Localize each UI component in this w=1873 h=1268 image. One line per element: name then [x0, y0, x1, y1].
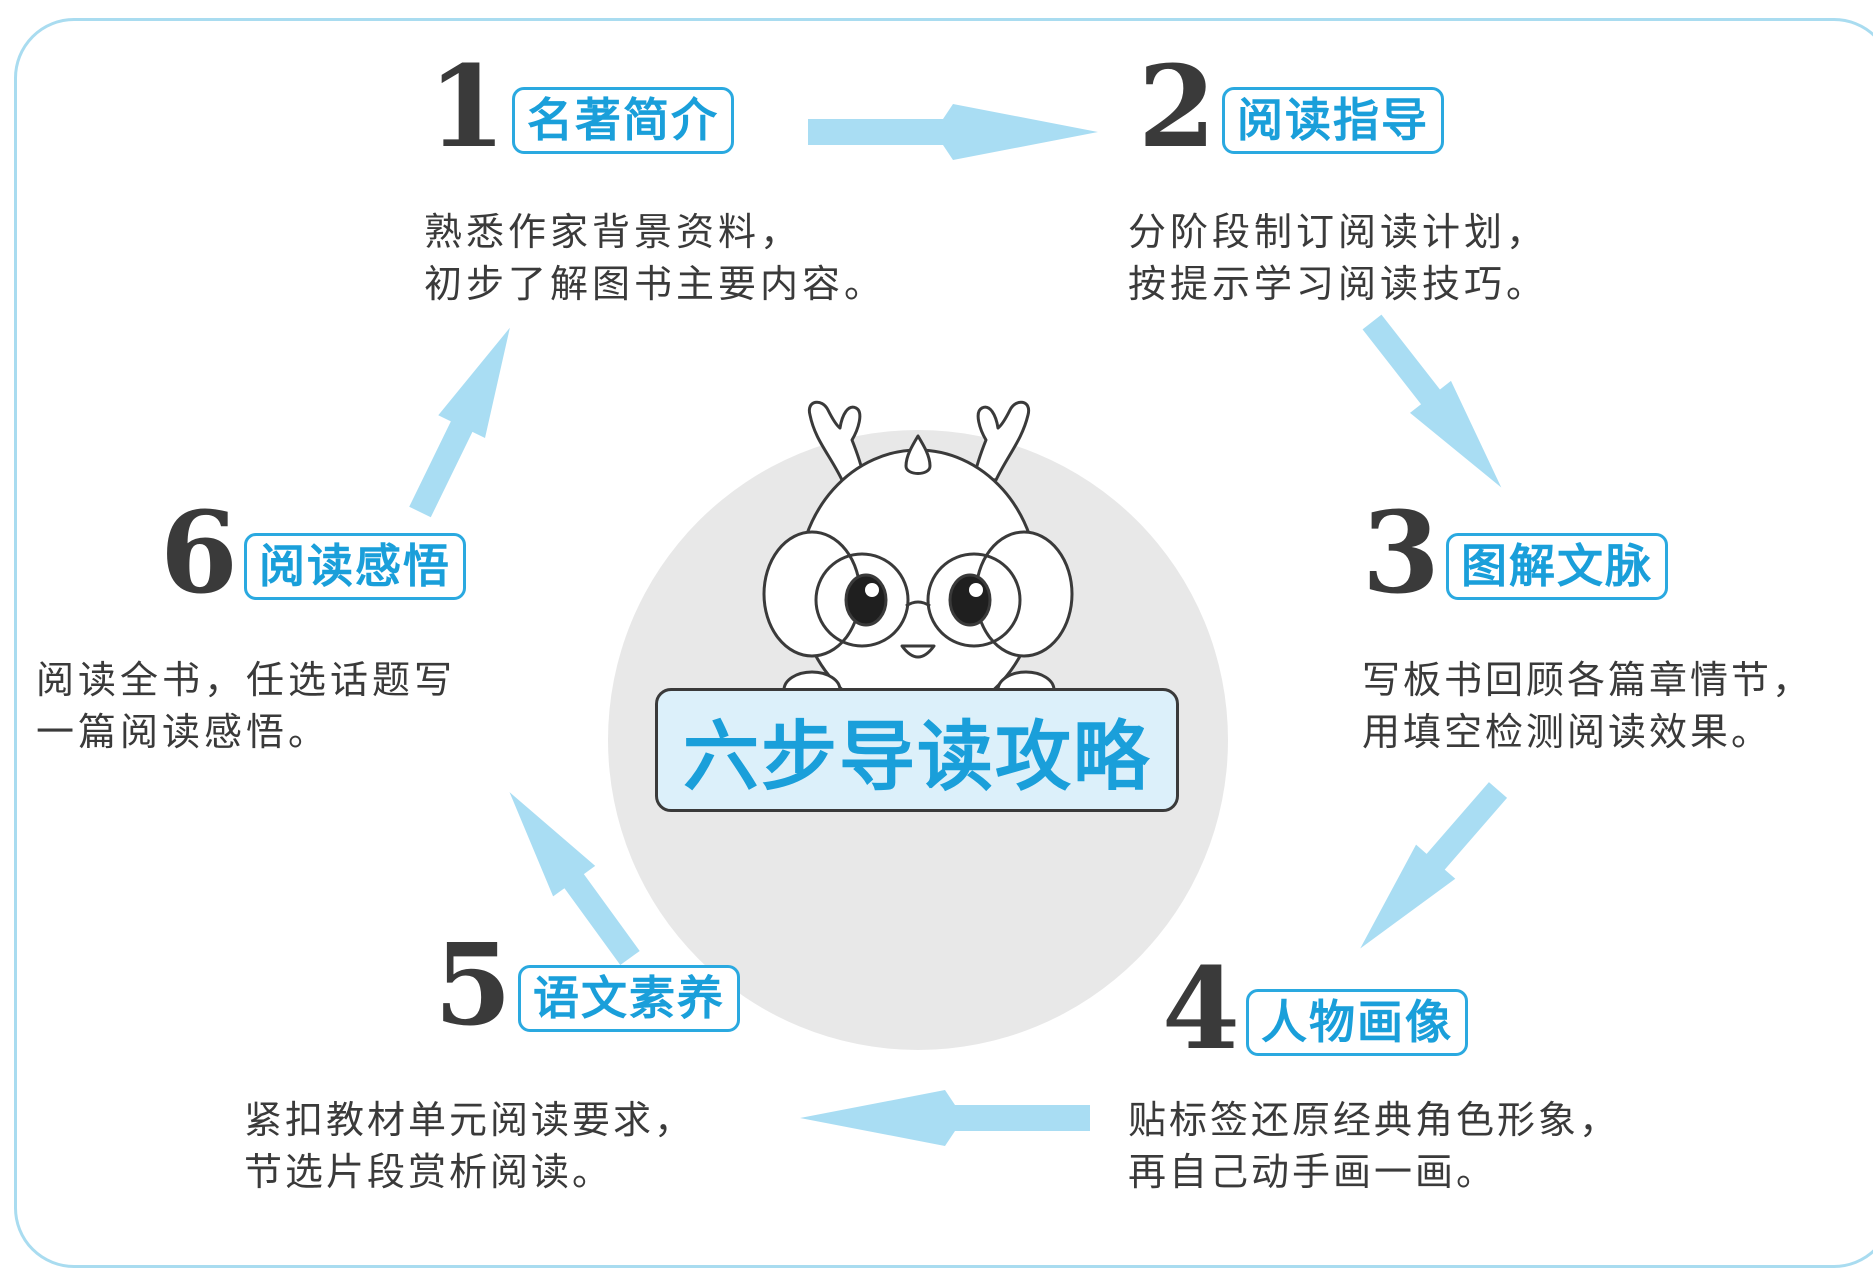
step-1-line-1: 熟悉作家背景资料， — [424, 210, 803, 254]
step-5-description: 紧扣教材单元阅读要求， 节选片段赏析阅读。 — [244, 1094, 695, 1198]
diagram-graphics — [409, 104, 1508, 1146]
step-6-line-1: 阅读全书，任选话题写 — [36, 658, 457, 702]
step-2-number: 2 — [1138, 42, 1216, 173]
dragon-mascot-icon — [762, 400, 1074, 722]
arrow-icon — [808, 104, 1098, 160]
arrow-icon — [409, 327, 510, 518]
step-5-number: 5 — [434, 920, 512, 1051]
step-5-line-2: 节选片段赏析阅读。 — [244, 1150, 614, 1194]
step-3-line-1: 写板书回顾各篇章情节， — [1362, 658, 1814, 702]
step-2-line-1: 分阶段制订阅读计划， — [1128, 210, 1549, 254]
step-3-line-2: 用填空检测阅读效果。 — [1362, 710, 1773, 754]
step-6-line-2: 一篇阅读感悟。 — [36, 710, 331, 754]
step-1-title: 名著简介 — [511, 87, 734, 154]
flow-arrows — [409, 104, 1508, 1146]
step-5-line-1: 紧扣教材单元阅读要求， — [244, 1098, 696, 1142]
step-4-number: 4 — [1162, 944, 1240, 1075]
step-3-title: 图解文脉 — [1445, 533, 1668, 600]
step-6-title: 阅读感悟 — [243, 533, 466, 600]
step-4-description: 贴标签还原经典角色形象， 再自己动手画一画。 — [1128, 1094, 1620, 1198]
step-1-line-2: 初步了解图书主要内容。 — [424, 262, 887, 306]
step-6-number: 6 — [160, 488, 238, 619]
step-6-description: 阅读全书，任选话题写 一篇阅读感悟。 — [36, 654, 456, 758]
arrow-icon — [1362, 314, 1502, 488]
arrow-icon — [1360, 782, 1508, 949]
arrow-icon — [509, 792, 640, 966]
step-1-description: 熟悉作家背景资料， 初步了解图书主要内容。 — [424, 206, 886, 310]
arrow-icon — [800, 1090, 1090, 1146]
step-4-line-1: 贴标签还原经典角色形象， — [1128, 1098, 1621, 1142]
step-4-line-2: 再自己动手画一画。 — [1128, 1150, 1498, 1194]
step-3-number: 3 — [1362, 488, 1440, 619]
center-title: 六步导读攻略 — [655, 688, 1179, 812]
step-3-description: 写板书回顾各篇章情节， 用填空检测阅读效果。 — [1362, 654, 1813, 758]
step-1-number: 1 — [428, 42, 506, 173]
step-2-description: 分阶段制订阅读计划， 按提示学习阅读技巧。 — [1128, 206, 1548, 310]
step-2-title: 阅读指导 — [1221, 87, 1444, 154]
step-4-title: 人物画像 — [1245, 989, 1468, 1056]
step-2-line-2: 按提示学习阅读技巧。 — [1128, 262, 1549, 306]
step-5-title: 语文素养 — [517, 965, 740, 1032]
